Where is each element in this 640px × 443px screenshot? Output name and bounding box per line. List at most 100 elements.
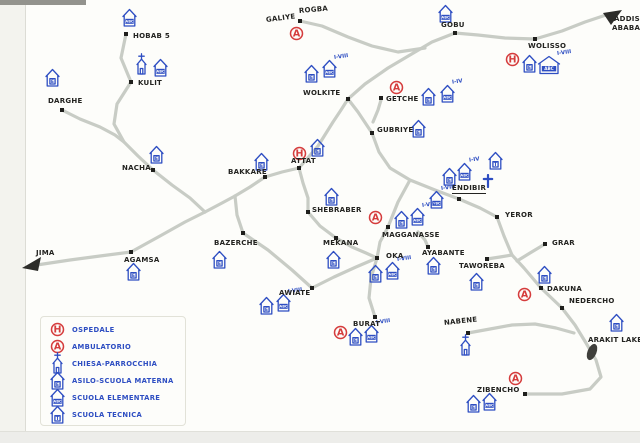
- elementare-icon: ABC: [437, 4, 454, 27]
- place-label-yeror: YEROR: [505, 211, 533, 219]
- place-node: [346, 97, 350, 101]
- svg-text:E: E: [218, 261, 221, 267]
- place-label-ayabante: AYABANTE: [422, 249, 465, 257]
- road: [310, 256, 379, 290]
- svg-text:E: E: [472, 405, 475, 411]
- place-node: [370, 131, 374, 135]
- place-node: [523, 392, 527, 396]
- svg-text:ABC: ABC: [279, 305, 288, 309]
- svg-text:E: E: [427, 98, 430, 104]
- svg-text:H: H: [509, 55, 517, 66]
- place-label-nacha: NACHA: [122, 164, 151, 172]
- place-label-attat: ATTAT: [291, 157, 316, 165]
- legend-label: AMBULATORIO: [72, 342, 132, 351]
- legend-label: OSPEDALE: [72, 325, 115, 334]
- svg-text:ABC: ABC: [325, 71, 334, 75]
- svg-text:E: E: [132, 273, 135, 279]
- svg-text:ABC: ABC: [460, 174, 469, 178]
- svg-text:E: E: [448, 178, 451, 184]
- place-label-zibencho: ZIBENCHO: [477, 386, 520, 394]
- svg-text:ABC: ABC: [413, 219, 422, 223]
- svg-text:ABC: ABC: [443, 96, 452, 100]
- place-node: [466, 331, 470, 335]
- place-node: [60, 108, 64, 112]
- scan-edge-left: [0, 0, 26, 443]
- asilo-icon: E: [420, 87, 437, 110]
- elementare-icon: ABC: [275, 293, 292, 316]
- place-label-jima: JIMA: [36, 249, 55, 257]
- ambulatorio-icon: A: [333, 325, 348, 344]
- svg-text:ABC: ABC: [485, 404, 494, 408]
- place-node: [386, 225, 390, 229]
- scan-edge-top: [0, 0, 86, 5]
- svg-text:E: E: [528, 65, 531, 71]
- elementare-icon: ABC: [409, 207, 426, 230]
- ambulatorio-icon: A: [517, 287, 532, 306]
- place-node: [241, 231, 245, 235]
- asilo-icon: E: [468, 272, 485, 295]
- asilo-icon: E: [410, 119, 427, 142]
- place-label-awiate: AWIATE: [279, 289, 311, 297]
- place-label-gubriye: GUBRIYE: [377, 126, 414, 134]
- asilo-icon: E: [608, 313, 625, 336]
- svg-text:A: A: [521, 290, 529, 301]
- tecnica-icon: T: [48, 405, 66, 424]
- svg-text:E: E: [316, 149, 319, 155]
- place-node: [379, 96, 383, 100]
- svg-text:ABC: ABC: [544, 66, 554, 71]
- legend-item: CHIESA-PARROCCHIA: [48, 352, 185, 374]
- hospital-icon: H: [505, 52, 520, 71]
- road: [495, 215, 603, 396]
- place-label-darghe: DARGHE: [48, 97, 83, 105]
- place-node: [129, 80, 133, 84]
- road: [233, 194, 245, 235]
- svg-text:A: A: [53, 342, 61, 353]
- legend-label: ASILO-SCUOLA MATERNA: [72, 376, 174, 385]
- place-node: [306, 210, 310, 214]
- place-label-ababa: ABABA: [612, 24, 640, 32]
- asilo-icon: E: [309, 138, 326, 161]
- elementare-icon: ABC: [321, 59, 338, 82]
- lake-arakit: [586, 343, 598, 361]
- road: [416, 230, 430, 249]
- ambulatorio-icon: A: [508, 371, 523, 390]
- svg-text:A: A: [512, 374, 520, 385]
- elementare-icon: ABC: [456, 162, 473, 185]
- svg-text:E: E: [332, 261, 335, 267]
- svg-text:E: E: [475, 283, 478, 289]
- place-label-arakit-lake: ARAKIT LAKE: [588, 336, 640, 344]
- svg-text:E: E: [543, 276, 546, 282]
- place-node: [124, 32, 128, 36]
- elementare-icon: ABC: [121, 8, 138, 31]
- ambulatorio-icon: A: [389, 80, 404, 99]
- place-label-mekana: MEKANA: [323, 239, 359, 247]
- hospital-icon: H: [292, 146, 307, 165]
- svg-text:H: H: [296, 149, 304, 160]
- road: [60, 108, 126, 144]
- asilo-icon: E: [441, 167, 458, 190]
- place-node: [495, 215, 499, 219]
- road: [485, 253, 514, 261]
- svg-text:A: A: [293, 29, 301, 40]
- svg-text:ABC: ABC: [156, 70, 165, 74]
- svg-text:ABC: ABC: [441, 16, 450, 20]
- elementare-icon: ABC: [481, 392, 498, 415]
- place-label-nedercho: NEDERCHO: [569, 297, 615, 305]
- scan-edge-bottom: [0, 431, 640, 443]
- road: [241, 231, 314, 290]
- elementare-icon: ABC: [152, 58, 169, 81]
- place-label-agamsa: AGAMSA: [124, 256, 160, 264]
- asilo-icon: E: [211, 250, 228, 273]
- svg-text:E: E: [310, 75, 313, 81]
- svg-text:ABC: ABC: [125, 20, 134, 24]
- place-label-magganasse: MAGGANASSE: [382, 231, 440, 239]
- road: [28, 97, 350, 268]
- cross-icon: [482, 173, 494, 192]
- svg-text:E: E: [615, 324, 618, 330]
- asilo-icon: E: [465, 394, 482, 417]
- elementare-wide-icon: ABC: [537, 55, 561, 79]
